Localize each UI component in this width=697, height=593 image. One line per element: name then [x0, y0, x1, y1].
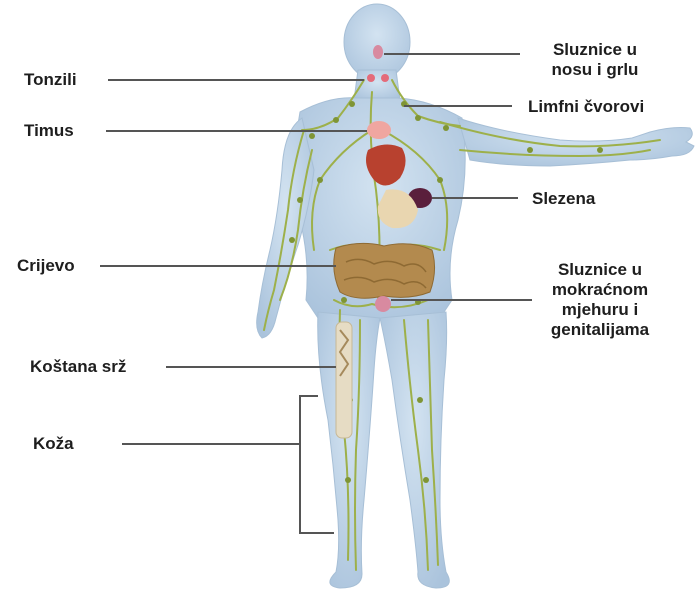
label-bladder-line2: mokraćnom [536, 280, 664, 300]
label-bladder-line4: genitalijama [536, 320, 664, 340]
label-nose-throat: Sluznice u nosu i grlu [532, 40, 658, 80]
tonsil-left-icon [367, 74, 375, 82]
label-tonsils: Tonzili [24, 70, 77, 90]
label-bladder-line1: Sluznice u [536, 260, 664, 280]
label-nose-throat-line1: Sluznice u [532, 40, 658, 60]
label-bladder-genitals: Sluznice u mokraćnom mjehuru i genitalij… [536, 260, 664, 340]
label-skin: Koža [33, 434, 74, 454]
thymus-icon [367, 121, 391, 139]
label-thymus: Timus [24, 121, 74, 141]
head [344, 4, 410, 80]
label-nose-throat-line2: nosu i grlu [532, 60, 658, 80]
intestine-icon [334, 243, 435, 298]
nasal-mucosa-icon [373, 45, 383, 59]
label-bone-marrow: Koštana srž [30, 357, 126, 377]
label-bladder-line3: mjehuru i [536, 300, 664, 320]
bladder-icon [375, 296, 391, 312]
right-arm [458, 118, 694, 166]
femur-bone-icon [336, 322, 352, 438]
right-leg [380, 312, 449, 588]
label-spleen: Slezena [532, 189, 595, 209]
label-intestine: Crijevo [17, 256, 75, 276]
label-lymph-nodes: Limfni čvorovi [528, 97, 644, 117]
tonsil-right-icon [381, 74, 389, 82]
